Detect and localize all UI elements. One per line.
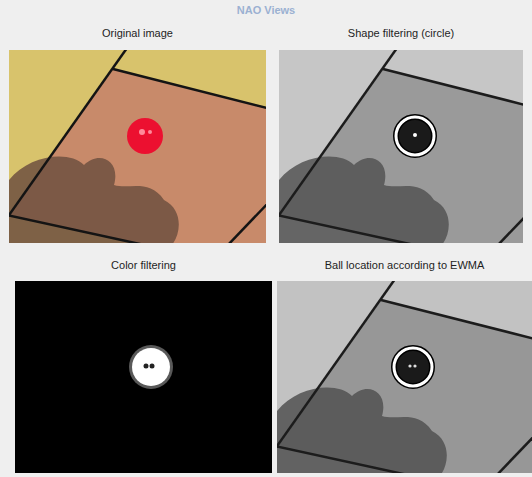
view-panel: Original image [9,26,266,243]
panel-heading: Ball location according to EWMA [277,258,532,272]
panel-heading: Original image [9,26,266,40]
panel-heading: Color filtering [15,258,272,272]
view-panel: Shape filtering (circle) [279,26,523,243]
camera-image [9,50,266,243]
view-panel: Color filtering [15,258,272,473]
panel-heading: Shape filtering (circle) [279,26,523,40]
camera-image [279,50,523,243]
camera-image [15,281,272,473]
view-panel: Ball location according to EWMA [277,258,532,473]
camera-image [277,281,532,473]
window-title: NAO Views [0,4,532,16]
